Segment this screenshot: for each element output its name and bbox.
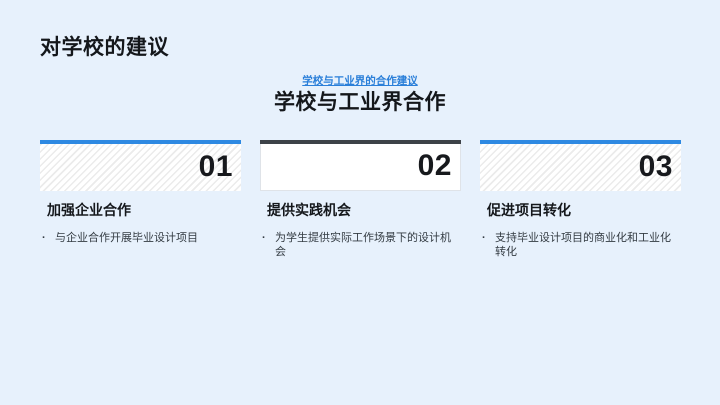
bullet-item: 支持毕业设计项目的商业化和工业化转化 bbox=[482, 231, 681, 260]
suggestion-card-3: 03 促进项目转化 支持毕业设计项目的商业化和工业化转化 bbox=[480, 140, 681, 260]
card-accent-bar bbox=[40, 140, 241, 144]
suggestion-card-1: 01 加强企业合作 与企业合作开展毕业设计项目 bbox=[40, 140, 241, 260]
section-link-row: 学校与工业界的合作建议 bbox=[0, 71, 720, 89]
card-number-box: 02 bbox=[260, 144, 461, 191]
card-accent-bar bbox=[480, 140, 681, 144]
card-accent-bar bbox=[260, 140, 461, 144]
card-number: 03 bbox=[638, 149, 673, 183]
bullet-item: 为学生提供实际工作场景下的设计机会 bbox=[262, 231, 461, 260]
page-title: 对学校的建议 bbox=[40, 36, 169, 59]
card-title: 加强企业合作 bbox=[47, 202, 131, 218]
suggestion-card-2: 02 提供实践机会 为学生提供实际工作场景下的设计机会 bbox=[260, 140, 461, 260]
card-number: 02 bbox=[417, 149, 452, 182]
suggestion-cards: 01 加强企业合作 与企业合作开展毕业设计项目 02 提供实践机会 为学生提供实… bbox=[40, 140, 681, 260]
section-heading: 学校与工业界合作 bbox=[274, 91, 446, 114]
bullet-item: 与企业合作开展毕业设计项目 bbox=[42, 231, 241, 245]
card-number: 01 bbox=[198, 149, 233, 183]
card-title: 促进项目转化 bbox=[487, 202, 571, 218]
card-number-box: 01 bbox=[40, 144, 241, 191]
card-title: 提供实践机会 bbox=[267, 202, 351, 218]
section-link[interactable]: 学校与工业界的合作建议 bbox=[302, 75, 418, 87]
card-number-box: 03 bbox=[480, 144, 681, 191]
